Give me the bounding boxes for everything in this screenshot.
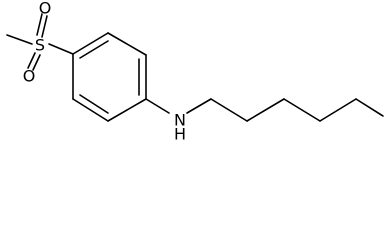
chain-bond-1 bbox=[186, 98, 212, 114]
sulfur-label: S bbox=[35, 36, 45, 55]
chain-bond-2 bbox=[210, 98, 248, 122]
bond-sulfur-ring bbox=[48, 43, 74, 55]
oxygen-bottom-label: O bbox=[23, 67, 36, 86]
chemical-structure-diagram: S O O N H bbox=[6, 0, 384, 143]
bond-sulfur-oxygen-bottom-a bbox=[27, 52, 36, 69]
oxygen-top-label: O bbox=[39, 0, 52, 18]
bond-sulfur-oxygen-top-a bbox=[36, 13, 43, 36]
amine-hydrogen-label: H bbox=[174, 125, 186, 143]
ring-inner-bond-top bbox=[79, 40, 109, 59]
ring-bond-4 bbox=[107, 98, 147, 122]
ring-bond-2 bbox=[107, 32, 147, 56]
chain-bond-5 bbox=[319, 98, 357, 122]
bond-methyl-sulfur bbox=[6, 34, 33, 45]
ring-inner-bond-bottom bbox=[79, 94, 109, 114]
chain-bond-4 bbox=[283, 98, 321, 122]
bond-sulfur-oxygen-top-b bbox=[41, 15, 48, 38]
amine-label: N bbox=[174, 111, 186, 130]
ring-bond-1 bbox=[72, 32, 109, 55]
chain-bond-3 bbox=[246, 98, 285, 122]
chain-bond-6 bbox=[355, 98, 384, 117]
bond-sulfur-oxygen-bottom-b bbox=[32, 54, 41, 71]
bond-ring-nitrogen bbox=[145, 98, 170, 114]
ring-bond-5 bbox=[72, 98, 109, 122]
